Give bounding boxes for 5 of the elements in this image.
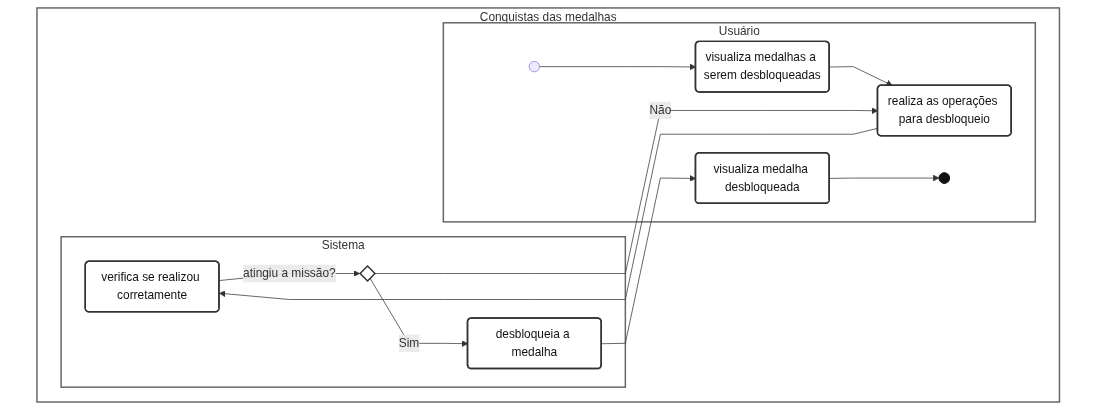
node-circle xyxy=(528,61,540,73)
edge-label: Sim xyxy=(398,336,420,350)
node-diamond xyxy=(358,265,376,282)
edge-label: Não xyxy=(649,103,672,117)
edge-label: atingiu a missão? xyxy=(242,266,336,280)
